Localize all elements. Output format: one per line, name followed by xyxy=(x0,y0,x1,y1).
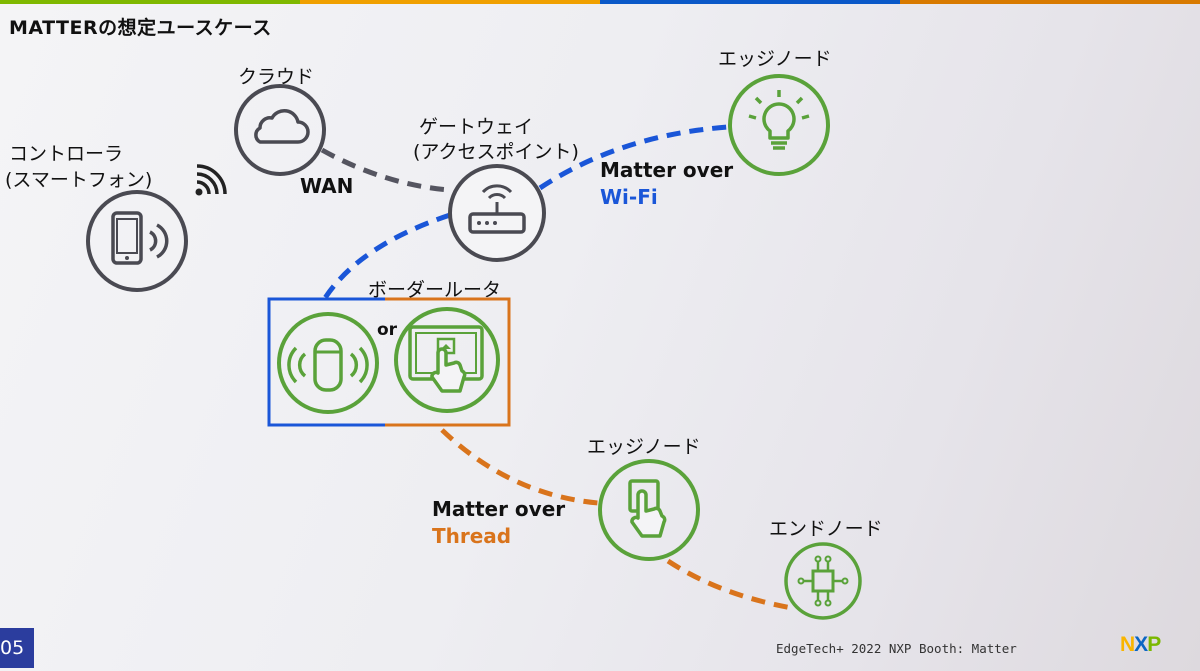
top-accent-bar xyxy=(0,0,1200,4)
wifi-link-protocol: Wi-Fi xyxy=(600,185,658,209)
nxp-logo: NXP xyxy=(1120,633,1162,654)
end-node-label: エンドノード xyxy=(769,518,883,540)
router-icon xyxy=(448,164,546,262)
edge-node-wifi-label: エッジノード xyxy=(718,48,832,70)
border-router-frame xyxy=(267,297,511,427)
thread-link-end xyxy=(666,558,793,611)
switch-press-icon xyxy=(598,459,700,561)
wan-link xyxy=(320,147,451,193)
edge-node-thread-label: エッジノード xyxy=(587,436,701,458)
page-number: 05 xyxy=(0,628,34,668)
sensor-chip-icon xyxy=(784,542,862,620)
wifi-link-label: Matter over xyxy=(600,158,734,182)
thread-link-label: Matter over xyxy=(432,497,566,521)
cloud-icon xyxy=(234,84,326,176)
gateway-sublabel: (アクセスポイント) xyxy=(413,141,579,163)
gateway-label: ゲートウェイ xyxy=(419,116,534,138)
smart-speaker-icon xyxy=(277,312,379,414)
thread-link-edge xyxy=(440,428,599,506)
wan-label: WAN xyxy=(300,174,354,198)
border-router-or: or xyxy=(377,320,398,340)
smartphone-icon xyxy=(86,190,188,292)
wifi-link-edge xyxy=(538,124,729,191)
thread-link-protocol: Thread xyxy=(432,524,512,548)
controller-label: コントローラ xyxy=(9,143,124,165)
touch-panel-icon xyxy=(394,307,500,413)
svg-text:NXP: NXP xyxy=(1120,633,1161,654)
controller-sublabel: (スマートフォン) xyxy=(5,169,153,191)
wifi-signal-icon xyxy=(195,164,227,196)
footer-event-text: EdgeTech+ 2022 NXP Booth: Matter xyxy=(776,641,1017,656)
lightbulb-icon xyxy=(728,74,830,176)
slide-title: MATTERの想定ユースケース xyxy=(9,17,272,39)
cloud-label: クラウド xyxy=(238,66,315,88)
border-router-label: ボーダールータ xyxy=(368,279,502,301)
